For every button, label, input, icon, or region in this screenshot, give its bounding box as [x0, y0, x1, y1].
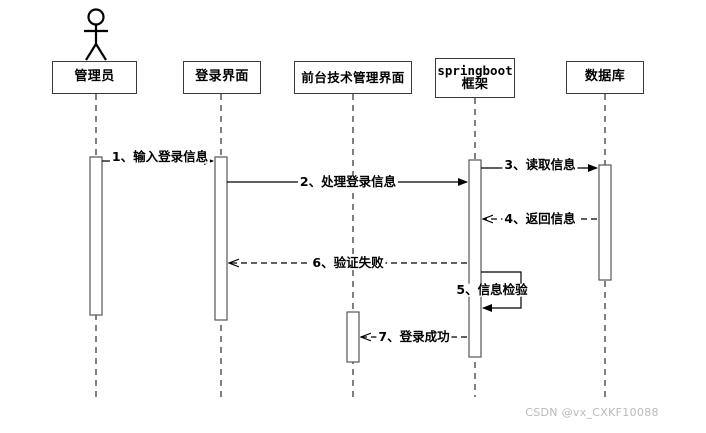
activation-login_ui [214, 156, 228, 321]
message-label-2: 2、处理登录信息 [297, 173, 399, 189]
activation-bars [89, 156, 612, 363]
activation-front_ui [346, 311, 360, 363]
lifeline-label-front-ui: 前台技术管理界面 [301, 69, 405, 85]
lifeline-label-database: 数据库 [584, 69, 626, 85]
message-label-1: 1、输入登录信息 [109, 148, 211, 164]
activation-database [598, 164, 612, 281]
lifeline-label-admin: 管理员 [74, 69, 115, 85]
activation-springboot [468, 159, 482, 358]
lifeline-header-springboot[interactable]: springboot 框架 [435, 58, 515, 98]
lifeline-header-login-ui[interactable]: 登录界面 [183, 61, 261, 94]
message-label-7: 7、登录成功 [376, 328, 452, 344]
actor-stick-figure [84, 8, 108, 61]
csdn-watermark: CSDN @vx_CXKF10088 [525, 406, 659, 419]
message-label-3: 3、读取信息 [502, 156, 578, 172]
lifeline-header-front-ui[interactable]: 前台技术管理界面 [294, 61, 412, 94]
lifeline-header-database[interactable]: 数据库 [566, 61, 644, 94]
lifeline-label-login-ui: 登录界面 [195, 69, 249, 85]
lifeline-dashes [95, 94, 606, 397]
message-label-4: 4、返回信息 [502, 210, 578, 226]
activation-admin [89, 156, 103, 316]
message-label-6: 6、验证失败 [310, 254, 386, 270]
lifeline-header-admin[interactable]: 管理员 [52, 61, 137, 94]
lifeline-label-springboot-line2: 框架 [461, 76, 489, 92]
message-label-5: 5、信息检验 [454, 281, 530, 297]
lifeline-label-springboot: springboot [437, 62, 513, 78]
